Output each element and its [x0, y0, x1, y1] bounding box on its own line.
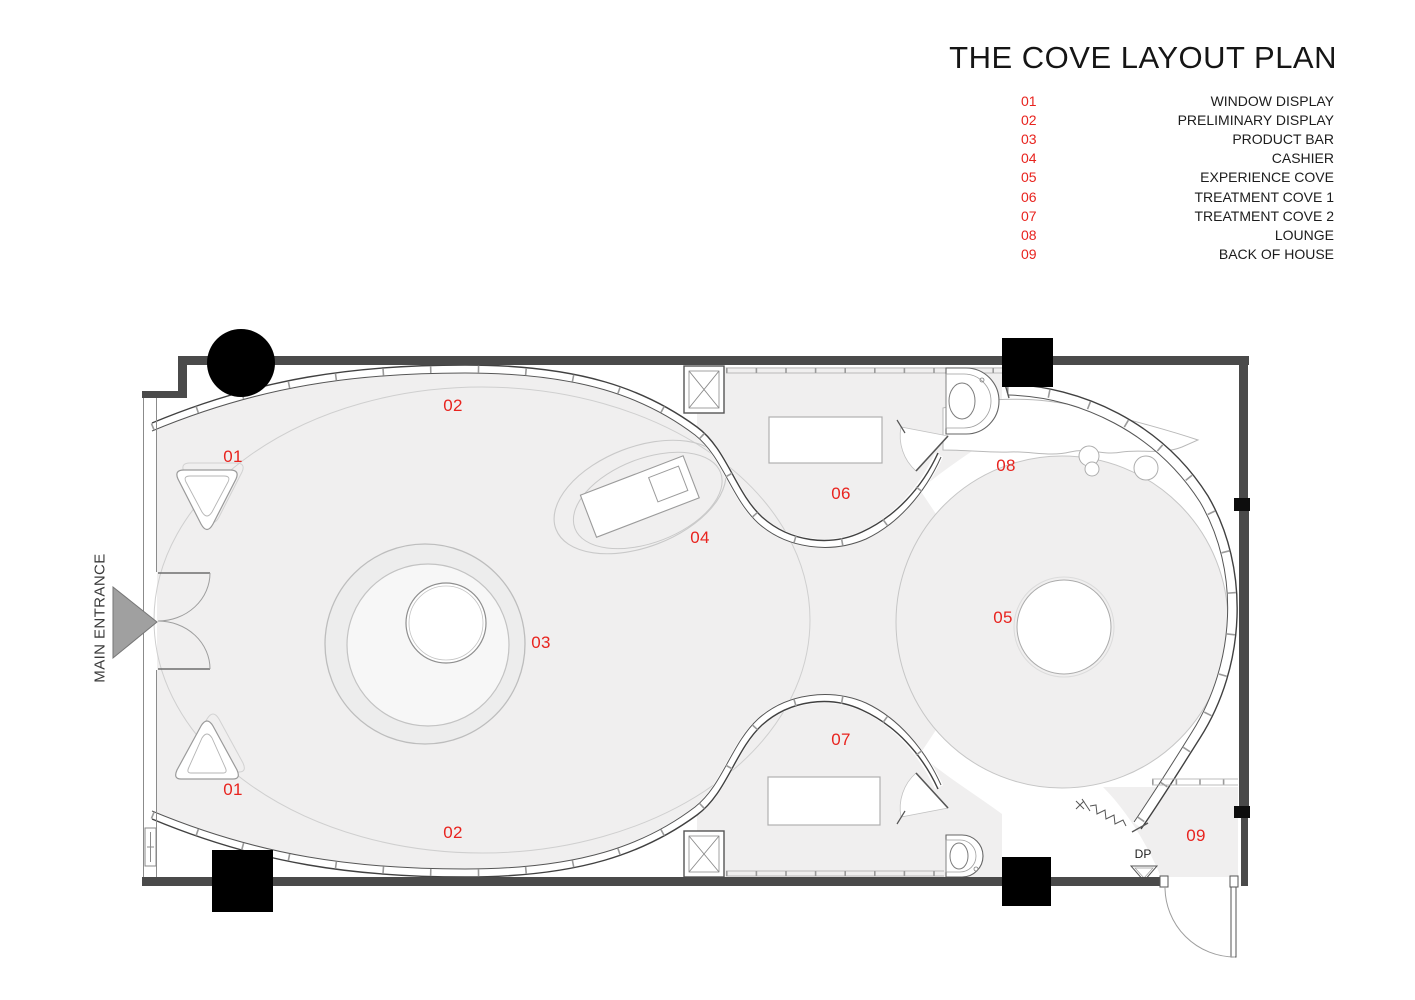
room-label-02-top: 02 [443, 396, 463, 415]
legend-item: 02 PRELIMINARY DISPLAY [1021, 110, 1334, 129]
legend-item: 09 BACK OF HOUSE [1021, 245, 1334, 264]
legend-label: PRELIMINARY DISPLAY [1177, 111, 1334, 128]
entrance-arrow-icon [112, 585, 158, 660]
structural-columns [207, 329, 1053, 912]
legend-number: 02 [1021, 111, 1037, 128]
hatched-column-bottom [683, 830, 725, 878]
legend-item: 01 WINDOW DISPLAY [1021, 91, 1334, 110]
round-column [207, 329, 275, 397]
room-label-01-bottom: 01 [223, 780, 243, 799]
legend-number: 04 [1021, 150, 1037, 167]
room-label-07: 07 [831, 730, 851, 749]
legend-item: 08 LOUNGE [1021, 225, 1334, 244]
display-band-bottom [150, 694, 944, 878]
legend-label: PRODUCT BAR [1232, 130, 1334, 147]
back-door [1159, 875, 1239, 958]
square-column [1002, 857, 1051, 906]
lounge-table [1084, 461, 1100, 477]
room-label-03: 03 [531, 633, 551, 652]
legend-label: CASHIER [1271, 150, 1334, 167]
hatched-column-top [683, 365, 725, 414]
legend: 01 WINDOW DISPLAY 02 PRELIMINARY DISPLAY 0… [1021, 91, 1334, 264]
room-label-06: 06 [831, 484, 851, 503]
cashier-desk [553, 439, 727, 555]
treatment-bed-1 [768, 416, 883, 464]
room-label-05: 05 [993, 608, 1013, 627]
dp-drain-symbol [1129, 865, 1159, 882]
legend-label: TREATMENT COVE 1 [1194, 188, 1334, 205]
dp-label: DP [1134, 847, 1152, 861]
legend-label: LOUNGE [1274, 226, 1334, 243]
window-display-bottom-triangle [175, 713, 245, 780]
legend-number: 08 [1021, 226, 1037, 243]
room-label-02-bottom: 02 [443, 823, 463, 842]
legend-item: 07 TREATMENT COVE 2 [1021, 206, 1334, 225]
main-entrance-label: MAIN ENTRANCE [91, 553, 109, 683]
treatment-bed-2 [767, 776, 881, 826]
product-bar-counter [324, 543, 526, 745]
lounge-area [942, 398, 1200, 481]
legend-label: EXPERIENCE COVE [1200, 169, 1334, 186]
square-column [1002, 338, 1053, 387]
lounge-table [1133, 455, 1159, 481]
cove-center-platform [1013, 576, 1115, 678]
legend-number: 05 [1021, 169, 1037, 186]
legend-item: 04 CASHIER [1021, 149, 1334, 168]
legend-number: 03 [1021, 130, 1037, 147]
perimeter-walls [142, 356, 1250, 886]
legend-label: TREATMENT COVE 2 [1194, 207, 1334, 224]
legend-number: 09 [1021, 246, 1037, 263]
curtain-spring-symbol [1075, 798, 1127, 827]
display-band-top [150, 364, 944, 548]
window-display-top-triangle [176, 462, 244, 531]
legend-label: WINDOW DISPLAY [1210, 92, 1334, 109]
page-title: THE COVE LAYOUT PLAN [949, 40, 1337, 75]
cove-door-bottom [896, 772, 949, 825]
room-label-01-top: 01 [223, 447, 243, 466]
cove-shell-wall [1002, 376, 1238, 833]
legend-number: 07 [1021, 207, 1037, 224]
room-label-08: 08 [996, 456, 1016, 475]
sink-treatment-2 [945, 834, 984, 878]
room-label-04: 04 [690, 528, 710, 547]
square-column [212, 850, 273, 912]
legend-item: 05 EXPERIENCE COVE [1021, 168, 1334, 187]
room-label-09: 09 [1186, 826, 1206, 845]
entrance-wall-and-door [143, 398, 211, 877]
legend-number: 01 [1021, 92, 1037, 109]
sink-treatment-1 [945, 367, 1000, 435]
legend-number: 06 [1021, 188, 1037, 205]
legend-item: 03 PRODUCT BAR [1021, 129, 1334, 148]
floor-areas [153, 367, 1238, 877]
legend-label: BACK OF HOUSE [1218, 246, 1334, 263]
legend-item: 06 TREATMENT COVE 1 [1021, 187, 1334, 206]
cove-door-top [896, 419, 949, 472]
